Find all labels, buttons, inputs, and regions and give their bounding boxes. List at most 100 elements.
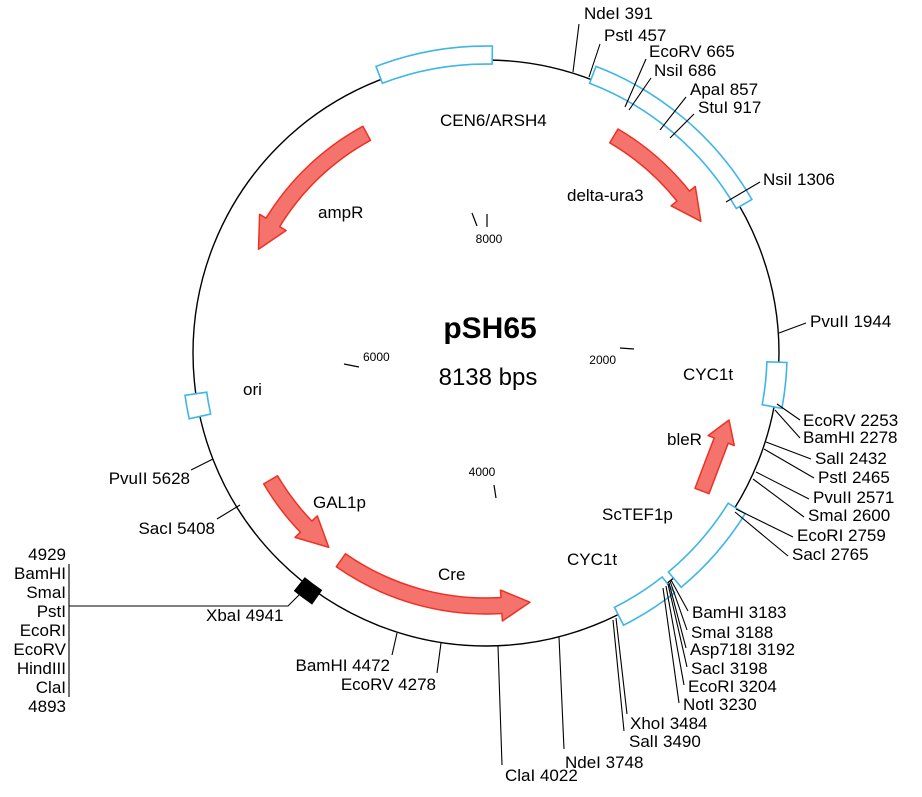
site-label-bamhi-2278: BamHI 2278 xyxy=(803,428,898,447)
site-label-noti-3230: NotI 3230 xyxy=(683,695,757,714)
site-label-smai-2600: SmaI 2600 xyxy=(808,506,890,525)
scale-tick-4000-0 xyxy=(493,484,497,499)
mcs-cluster-label-clai: ClaI xyxy=(36,678,66,697)
leader-line-noti-3230 xyxy=(662,587,680,704)
leader-line-sali-3490 xyxy=(612,619,625,732)
feature-label-delta-ura3: delta-ura3 xyxy=(567,186,644,205)
feature-arrow-delta-ura3 xyxy=(609,128,702,223)
feature-label-gal1p: GAL1p xyxy=(313,493,366,512)
scale-label-8000: 8000 xyxy=(476,232,503,246)
site-label-ndei-3748: NdeI 3748 xyxy=(565,753,643,772)
leader-line-stui-917 xyxy=(669,113,695,139)
feature-band-ori xyxy=(184,391,212,420)
site-label-ecorv-665: EcoRV 665 xyxy=(649,42,735,61)
leader-line-sali-2432 xyxy=(765,441,812,460)
feature-label-cyc1t-right: CYC1t xyxy=(683,365,733,384)
scale-label-6000: 6000 xyxy=(363,350,390,364)
site-label-ecorv-2253: EcoRV 2253 xyxy=(803,411,898,430)
leader-line-saci-5408 xyxy=(216,504,241,520)
leader-line-xhoi-3484 xyxy=(615,617,628,715)
feature-label-bler: bleR xyxy=(667,430,702,449)
leader-line-ndei-391 xyxy=(572,23,580,73)
site-label-sali-3490: SalI 3490 xyxy=(629,732,701,751)
leader-line-psti-2465 xyxy=(763,448,815,479)
feature-marker-mcs-marker xyxy=(293,577,323,605)
site-label-asp718i-3192: Asp718I 3192 xyxy=(690,640,795,659)
mcs-cluster-label-bamhi: BamHI xyxy=(14,564,66,583)
mcs-cluster-label-ecorv: EcoRV xyxy=(13,640,66,659)
site-label-clai-4022: ClaI 4022 xyxy=(505,766,578,785)
leader-line-bamhi-4472 xyxy=(391,632,398,656)
leader-line-ecori-2759 xyxy=(735,508,794,538)
mcs-cluster-label-smai: SmaI xyxy=(26,583,66,602)
feature-band-cyc1t-bottom xyxy=(613,575,676,627)
site-label-saci-3198: SacI 3198 xyxy=(691,659,768,678)
mcs-cluster-label-hindiii: HindIII xyxy=(17,659,66,678)
site-label-bamhi-3183: BamHI 3183 xyxy=(692,603,787,622)
leader-line-saci-2765 xyxy=(734,511,789,557)
site-label-pvuii-5628: PvuII 5628 xyxy=(109,469,190,488)
leader-line-bamhi-3183 xyxy=(670,579,689,612)
leader-line-ndei-3748 xyxy=(558,636,565,750)
leader-line-saci-3198 xyxy=(667,583,688,668)
plasmid-size: 8138 bps xyxy=(439,364,538,391)
feature-arrow-cre xyxy=(335,552,531,622)
site-label-ecorv-4278: EcoRV 4278 xyxy=(341,675,436,694)
feature-band-delta-ura3 xyxy=(588,65,753,210)
feature-label-ori: ori xyxy=(243,380,262,399)
feature-label-cre: Cre xyxy=(438,565,465,584)
scale-tick-2000-0 xyxy=(619,347,635,350)
feature-arrow-gal1p xyxy=(262,475,330,549)
leader-line-ecorv-665 xyxy=(624,58,647,108)
site-label-pvuii-1944: PvuII 1944 xyxy=(810,312,891,331)
leader-line-nsii-686 xyxy=(628,77,652,111)
mcs-cluster-label-psti: PstI xyxy=(37,602,66,621)
leader-line-pvuii-5628 xyxy=(190,458,214,471)
feature-band-cyc1t-right xyxy=(761,360,788,410)
site-label-nsii-686: NsiI 686 xyxy=(654,61,716,80)
plasmid-name: pSH65 xyxy=(443,312,536,345)
feature-label-cen6-arsh4: CEN6/ARSH4 xyxy=(440,111,547,130)
feature-arrow-bler xyxy=(694,419,736,495)
scale-tick-8000-0 xyxy=(471,212,478,227)
site-label-sali-2432: SalI 2432 xyxy=(815,449,887,468)
leader-line-apai-857 xyxy=(659,96,687,131)
site-label-saci-5408: SacI 5408 xyxy=(138,519,215,538)
feature-arrow-ampr xyxy=(257,125,372,251)
site-label-nsii-1306: NsiI 1306 xyxy=(763,170,835,189)
leader-line-psti-457 xyxy=(588,43,601,78)
leader-line-pvuii-1944 xyxy=(778,322,807,334)
feature-label-ampr: ampR xyxy=(318,203,363,222)
mcs-cluster-label-4893: 4893 xyxy=(28,697,66,716)
leader-line-clai-4022 xyxy=(497,645,503,766)
site-label-psti-457: PstI 457 xyxy=(604,26,666,45)
feature-label-sctef1p: ScTEF1p xyxy=(602,505,673,524)
scale-label-2000: 2000 xyxy=(589,353,616,367)
site-label-xhoi-3484: XhoI 3484 xyxy=(630,714,708,733)
leader-line-smai-3188 xyxy=(669,580,688,631)
leader-line-smai-2600 xyxy=(752,478,805,518)
site-label-stui-917: StuI 917 xyxy=(698,98,761,117)
leader-line-ecorv-4278 xyxy=(436,642,442,674)
feature-label-cyc1t-bottom: CYC1t xyxy=(567,550,617,569)
mcs-cluster-label-4929: 4929 xyxy=(28,545,66,564)
leader-line-bamhi-2278 xyxy=(774,409,801,439)
site-label-smai-3188: SmaI 3188 xyxy=(691,623,773,642)
site-label-xbai-4941: XbaI 4941 xyxy=(206,606,284,625)
site-label-psti-2465: PstI 2465 xyxy=(818,468,890,487)
site-label-ecori-2759: EcoRI 2759 xyxy=(797,526,886,545)
site-label-pvuii-2571: PvuII 2571 xyxy=(813,488,894,507)
site-label-apai-857: ApaI 857 xyxy=(690,80,758,99)
mcs-cluster-label-ecori: EcoRI xyxy=(20,621,66,640)
site-label-bamhi-4472: BamHI 4472 xyxy=(296,656,391,675)
site-label-ecori-3204: EcoRI 3204 xyxy=(688,677,777,696)
leader-line-nsii-1306 xyxy=(725,181,761,203)
scale-tick-6000-0 xyxy=(343,363,360,368)
leader-line-asp718i-3192 xyxy=(668,582,687,649)
leader-line-ecori-3204 xyxy=(665,585,685,686)
mcs-connector-line xyxy=(69,591,303,607)
site-label-ndei-391: NdeI 391 xyxy=(584,4,653,23)
site-label-saci-2765: SacI 2765 xyxy=(792,545,869,564)
